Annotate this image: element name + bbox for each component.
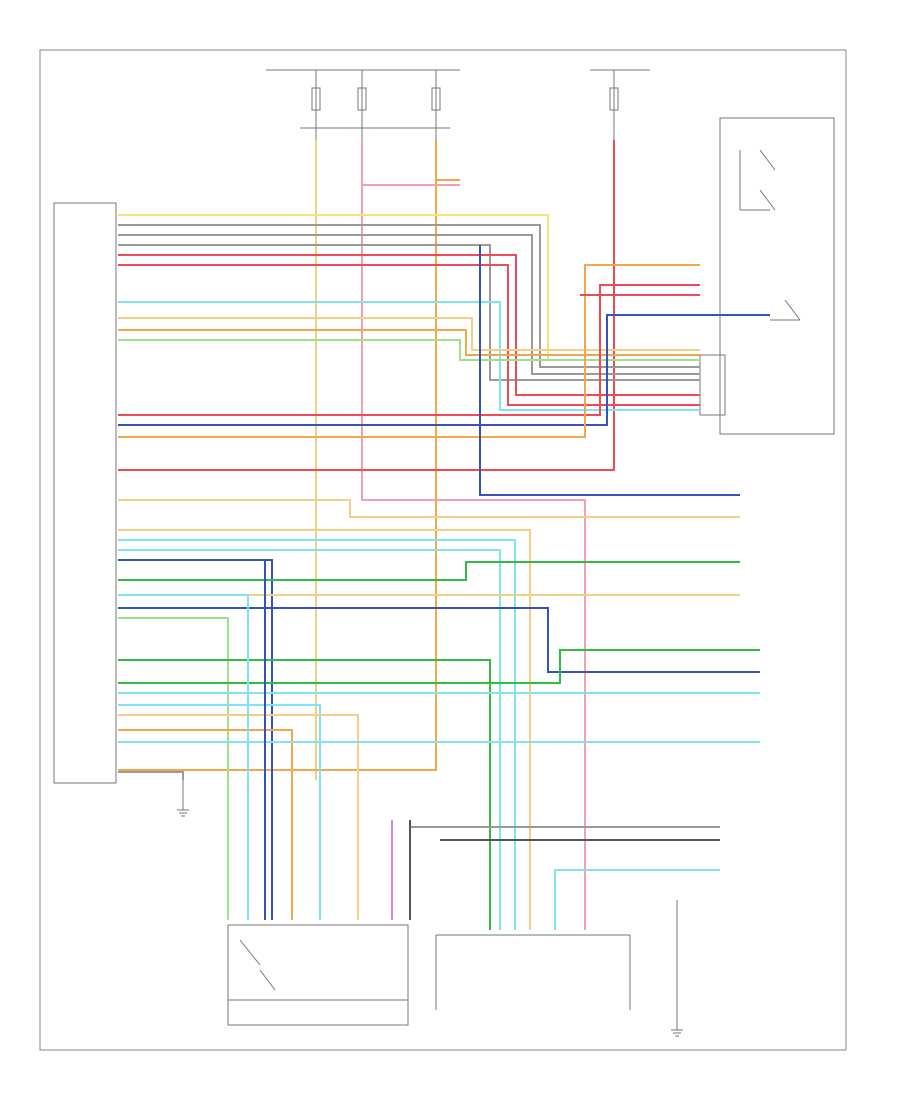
wire <box>479 245 740 496</box>
wire <box>118 549 501 930</box>
wire <box>118 317 700 351</box>
transfer-case-encoder <box>435 934 631 1010</box>
wire <box>118 499 740 518</box>
wire <box>118 244 700 381</box>
diagram-frame <box>39 49 847 1051</box>
fuse <box>311 87 321 111</box>
wire <box>554 869 720 930</box>
wire <box>118 539 516 930</box>
wire <box>118 649 760 684</box>
fuse <box>357 87 367 111</box>
wire <box>118 264 700 438</box>
ground-symbol <box>671 900 683 1037</box>
wire <box>118 140 437 771</box>
mode-select-switch <box>227 924 409 1026</box>
transfer-case-module-body <box>719 117 835 435</box>
wire <box>118 140 615 471</box>
wire <box>118 339 700 361</box>
transfer-case-connector <box>699 354 726 416</box>
wire <box>118 617 229 920</box>
wire <box>118 224 700 368</box>
wire <box>118 771 184 780</box>
mode-select-switch-body <box>227 924 409 1026</box>
wire <box>118 594 249 920</box>
wire <box>118 329 700 356</box>
wire <box>118 714 359 920</box>
wire <box>118 704 321 920</box>
control-module <box>53 202 117 784</box>
wire <box>118 284 700 416</box>
wire <box>361 140 586 930</box>
wire <box>118 561 740 581</box>
wire <box>118 559 273 920</box>
wire <box>118 214 700 361</box>
wire <box>118 529 531 930</box>
ground-symbol <box>177 780 189 817</box>
module-body <box>53 202 117 784</box>
wire <box>118 729 293 920</box>
fuse <box>431 87 441 111</box>
wire <box>118 659 491 930</box>
transfer-case-module <box>699 117 835 435</box>
wire <box>118 264 700 406</box>
wire <box>118 234 700 375</box>
fuse <box>609 87 619 111</box>
wire <box>118 314 770 426</box>
fuse-block <box>266 69 650 140</box>
wire-harness <box>118 140 770 930</box>
wire <box>118 607 760 673</box>
